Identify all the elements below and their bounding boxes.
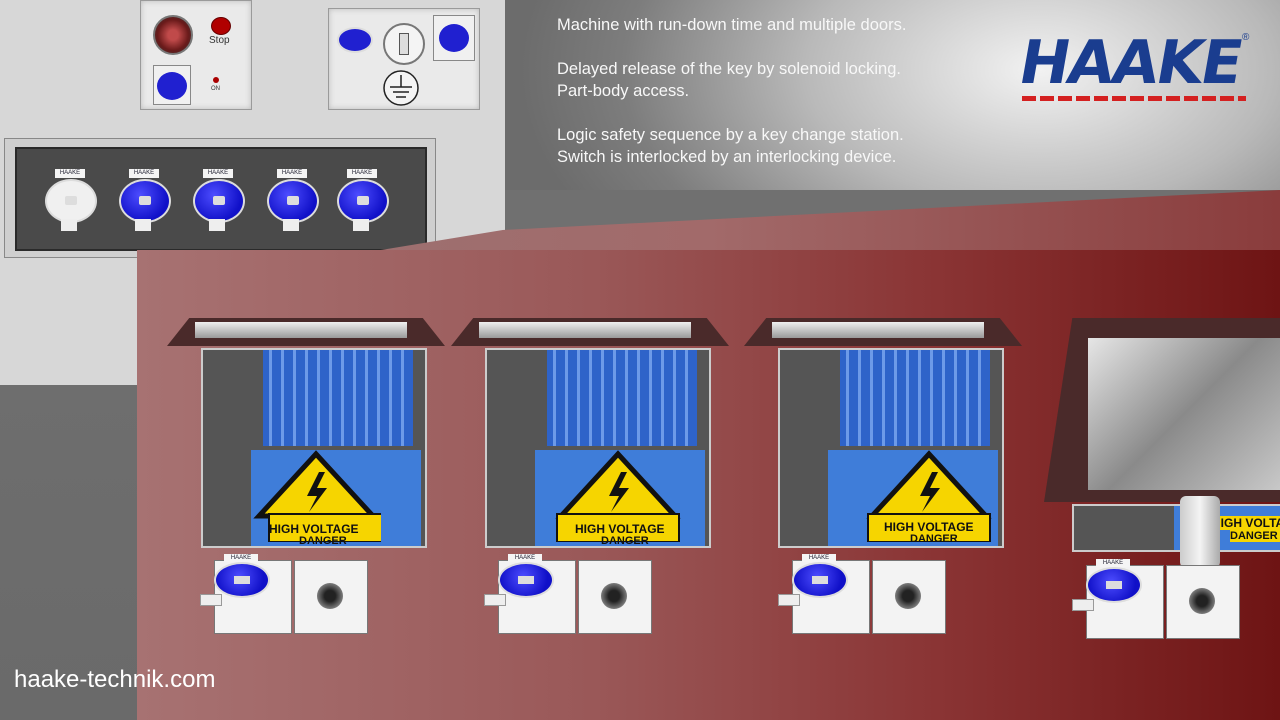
key-in-lock-icon <box>1180 496 1220 568</box>
description-line: Switch is interlocked by an interlocking… <box>557 148 897 166</box>
warning-line1: HIGH VOLTAGE <box>575 522 665 536</box>
key-slot[interactable]: HAAKE <box>45 169 97 231</box>
enclosure-lid <box>451 318 729 346</box>
description-text: Machine with run-down time and multiple … <box>557 14 906 190</box>
key-switch-icon <box>433 15 475 61</box>
description-line: Logic safety sequence by a key change st… <box>557 126 904 144</box>
machine-enclosure: HIGH VOLTAGE DANGER <box>167 318 445 548</box>
enclosure-lid <box>744 318 1022 346</box>
door-interlock[interactable]: HAAKE <box>484 554 654 636</box>
door-interlock[interactable]: HAAKE <box>778 554 948 636</box>
logo-text: HAAKE <box>1013 28 1247 98</box>
key-switch-icon <box>153 65 191 105</box>
warning-line2: DANGER <box>910 533 958 545</box>
warning-line1: HIGH VOLTAGE <box>1212 516 1280 530</box>
open-door-icon[interactable] <box>1044 318 1280 502</box>
warning-line2: DANGER <box>1230 530 1280 542</box>
warning-line2: DANGER <box>601 535 649 547</box>
on-label: ON <box>211 86 220 92</box>
website-url[interactable]: haake-technik.com <box>14 666 216 693</box>
high-voltage-icon <box>866 450 992 542</box>
enclosure-lid <box>167 318 445 346</box>
door-interlock[interactable]: HAAKE <box>200 554 370 636</box>
haake-logo: HAAKE ® <box>1014 28 1250 106</box>
key-slot[interactable]: HAAKE <box>193 169 245 231</box>
registered-mark: ® <box>1242 32 1250 43</box>
door-interlock[interactable]: HAAKE <box>1072 559 1242 641</box>
key-slot[interactable]: HAAKE <box>267 169 319 231</box>
isolator-box <box>328 8 480 110</box>
high-voltage-icon <box>253 450 381 542</box>
keyhole-icon[interactable] <box>317 583 343 609</box>
key-slot[interactable]: HAAKE <box>337 169 389 231</box>
keyhole-icon[interactable] <box>601 583 627 609</box>
warning-line1: HIGH VOLTAGE <box>269 522 359 536</box>
machine-enclosure: HIGH VOLTAGE DANGER <box>744 318 1022 548</box>
warning-line1: HIGH VOLTAGE <box>884 520 974 534</box>
description-line: Delayed release of the key by solenoid l… <box>557 60 901 78</box>
logo-underline <box>1022 96 1246 101</box>
on-indicator-icon <box>213 77 219 83</box>
stop-label: Stop <box>209 35 230 46</box>
machine-enclosure: HIGH VOLTAGE DANGER <box>451 318 729 548</box>
high-voltage-icon <box>555 450 681 542</box>
isolator-switch-icon[interactable] <box>383 23 425 65</box>
description-line: Part-body access. <box>557 82 690 100</box>
stop-control-box: Stop ON <box>140 0 252 110</box>
key-switch-icon <box>333 19 373 55</box>
warning-line2: DANGER <box>299 535 347 547</box>
key-change-station: HAAKE HAAKE HAAKE HAAKE HAAKE <box>4 138 436 258</box>
stop-button-icon[interactable] <box>211 17 231 35</box>
ground-symbol-icon <box>383 70 419 106</box>
machine-enclosure-open: HIGH VOLTAGE DANGER <box>1044 318 1280 568</box>
description-line: Machine with run-down time and multiple … <box>557 16 907 34</box>
key-slot[interactable]: HAAKE <box>119 169 171 231</box>
keyhole-icon[interactable] <box>895 583 921 609</box>
keyhole-icon[interactable] <box>1189 588 1215 614</box>
dial-icon <box>153 15 193 55</box>
